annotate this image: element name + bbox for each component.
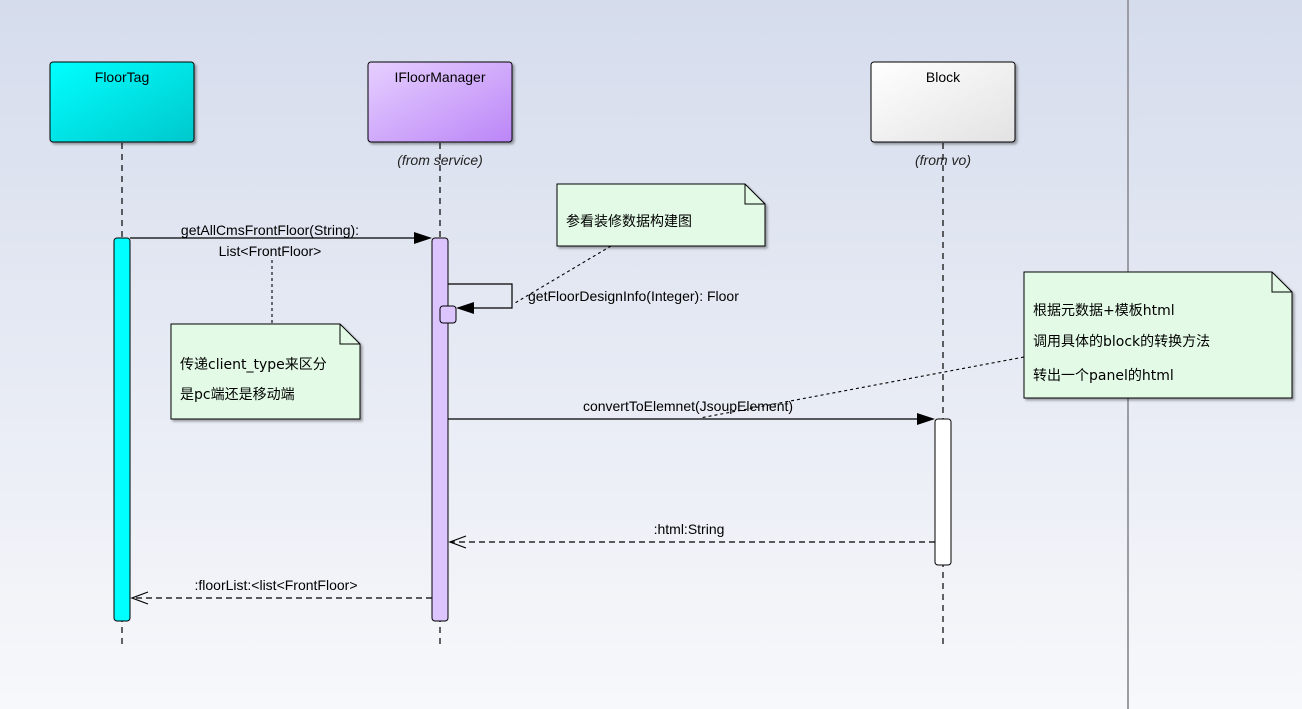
participant-box — [49, 61, 195, 143]
message-label: :html:String — [654, 521, 725, 537]
note-fold — [1271, 272, 1292, 293]
message-label: :floorList:<list<FrontFloor> — [194, 577, 357, 593]
participant-name: IFloorManager — [394, 69, 485, 85]
message-return-floor-list[interactable]: :floorList:<list<FrontFloor> — [130, 577, 432, 605]
participant-ifloormanager[interactable]: IFloorManager — [367, 61, 513, 143]
note-body — [1023, 271, 1293, 399]
participant-name: Block — [926, 69, 961, 85]
note-body — [170, 323, 361, 420]
activation-ifloormanager — [431, 237, 449, 622]
participant-from-label: (from vo) — [915, 152, 971, 168]
message-get-all-cms-front-floor[interactable]: getAllCmsFrontFloor(String): List<FrontF… — [130, 222, 432, 259]
message-label: getAllCmsFrontFloor(String): — [181, 222, 359, 238]
activation-block — [934, 418, 952, 566]
arrowhead-filled — [917, 413, 935, 425]
note-text: 参看装修数据构建图 — [566, 213, 692, 230]
note-block-conversion[interactable]: 根据元数据+模板html 调用具体的block的转换方法 转出一个panel的h… — [1023, 271, 1293, 399]
message-label: List<FrontFloor> — [219, 243, 322, 259]
message-line — [448, 283, 513, 309]
participant-from-label: (from service) — [397, 152, 483, 168]
activation-ifloormanager-self — [439, 305, 457, 324]
participant-box — [367, 61, 513, 143]
note-fold — [744, 184, 765, 205]
note-text: 调用具体的block的转换方法 — [1033, 333, 1210, 350]
note-text: 转出一个panel的html — [1033, 368, 1174, 384]
note-text: 传递client_type来区分 — [180, 357, 327, 373]
note-body — [556, 183, 766, 247]
participant-floortag[interactable]: FloorTag — [49, 61, 195, 143]
message-return-html-string[interactable]: :html:String — [448, 521, 935, 549]
participant-box — [870, 61, 1016, 143]
note-text: 是pc端还是移动端 — [180, 387, 295, 403]
note-decoration-reference[interactable]: 参看装修数据构建图 — [556, 183, 766, 247]
arrowhead-filled — [456, 302, 474, 314]
activation-floortag — [113, 237, 131, 622]
note-fold — [339, 324, 360, 345]
participant-name: FloorTag — [95, 69, 149, 85]
note-connector — [514, 245, 612, 304]
note-connector — [699, 356, 1025, 419]
note-client-type[interactable]: 传递client_type来区分 是pc端还是移动端 — [170, 323, 361, 420]
message-label: getFloorDesignInfo(Integer): Floor — [528, 288, 739, 304]
participant-block[interactable]: Block — [870, 61, 1016, 143]
arrowhead-filled — [414, 232, 432, 244]
arrowhead-open — [130, 591, 149, 605]
note-text: 根据元数据+模板html — [1033, 303, 1175, 319]
message-get-floor-design-info[interactable]: getFloorDesignInfo(Integer): Floor — [448, 283, 739, 314]
arrowhead-open — [448, 535, 467, 549]
